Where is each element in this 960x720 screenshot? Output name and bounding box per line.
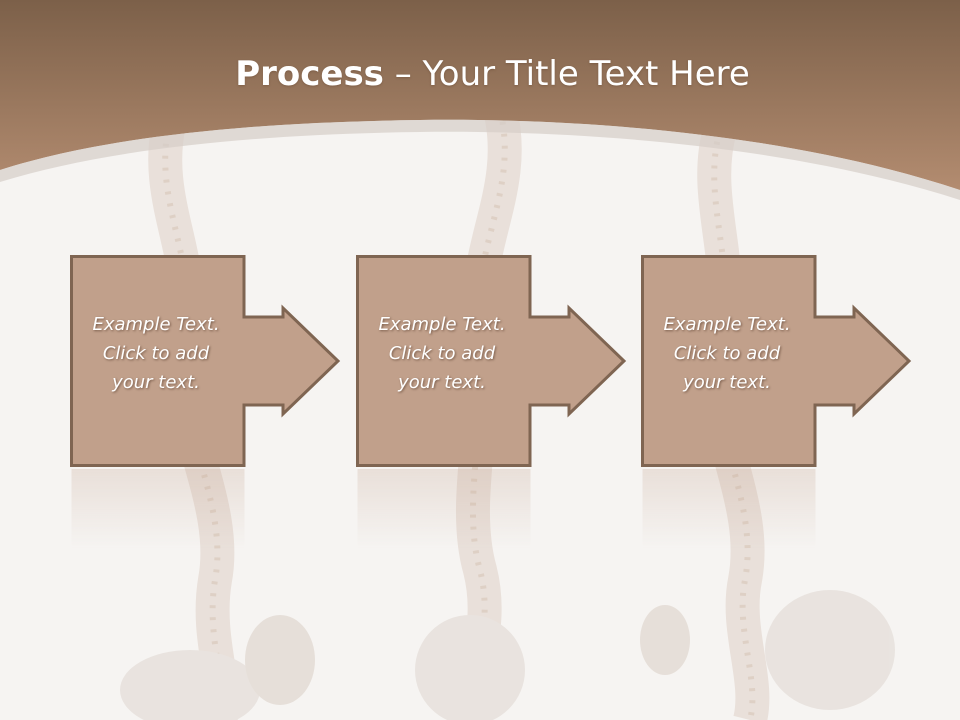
slide-title[interactable]: Process – Your Title Text Here xyxy=(0,52,960,96)
process-arrow-reflection xyxy=(357,469,531,549)
step-text-line-1: Example Text. xyxy=(92,314,220,335)
step-text: Example Text. Click to add your text. xyxy=(74,310,238,397)
step-text-line-1: Example Text. xyxy=(663,314,791,335)
process-step-3[interactable]: Example Text. Click to add your text. xyxy=(641,255,912,549)
process-arrow-shape xyxy=(70,255,341,467)
process-arrow-reflection xyxy=(642,469,816,549)
step-text: Example Text. Click to add your text. xyxy=(645,310,809,397)
title-rest: – Your Title Text Here xyxy=(383,54,750,94)
step-text-line-3: your text. xyxy=(398,372,486,393)
title-bold: Process xyxy=(235,54,384,94)
process-step-1[interactable]: Example Text. Click to add your text. xyxy=(70,255,341,549)
process-arrow-shape xyxy=(641,255,912,467)
step-text: Example Text. Click to add your text. xyxy=(360,310,524,397)
step-text-line-3: your text. xyxy=(683,372,771,393)
process-arrow-reflection xyxy=(71,469,245,549)
process-step-2[interactable]: Example Text. Click to add your text. xyxy=(356,255,627,549)
step-text-line-2: Click to add xyxy=(673,343,781,364)
step-text-line-3: your text. xyxy=(112,372,200,393)
step-text-line-2: Click to add xyxy=(102,343,210,364)
step-text-line-2: Click to add xyxy=(388,343,496,364)
step-text-line-1: Example Text. xyxy=(378,314,506,335)
process-arrow-shape xyxy=(356,255,627,467)
